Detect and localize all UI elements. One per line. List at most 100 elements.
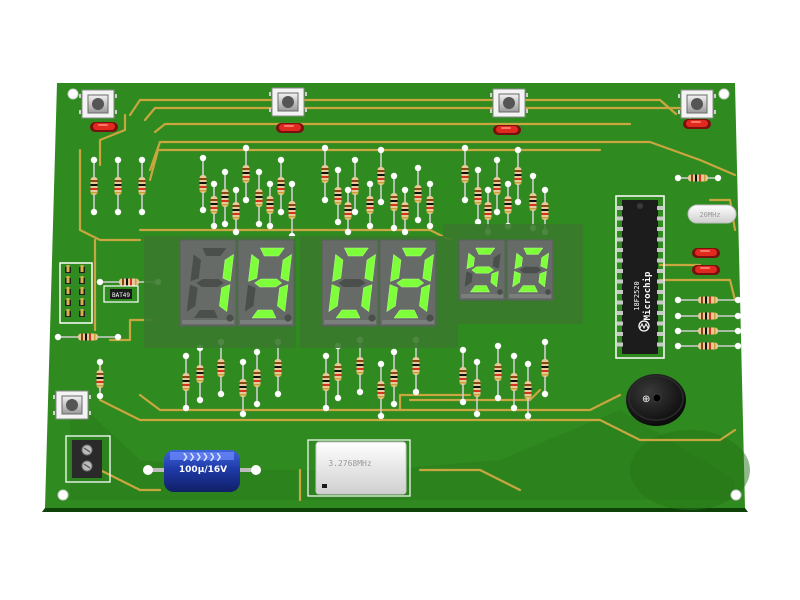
resistor — [221, 168, 229, 228]
segment-b — [540, 252, 550, 270]
decimal-point — [426, 314, 434, 322]
diode-label: BAT49 — [112, 292, 130, 299]
segment-d — [517, 285, 538, 293]
segment-g — [196, 279, 224, 287]
segment-a — [344, 247, 369, 257]
tactile-button — [53, 390, 91, 420]
resistor — [344, 186, 352, 236]
segment-f — [248, 253, 260, 282]
tactile-button — [678, 89, 716, 119]
segment-g — [396, 278, 425, 288]
segment-b — [422, 253, 434, 282]
segment-e — [386, 284, 398, 313]
resistor — [401, 186, 409, 236]
resistor — [514, 146, 522, 206]
capacitor-pad-right — [251, 465, 261, 475]
resistor — [277, 156, 285, 216]
segment-c — [361, 284, 373, 313]
tactile-button — [79, 89, 117, 119]
mounting-holes — [57, 88, 742, 501]
ic-socket-outline — [615, 195, 665, 359]
segment-c — [538, 270, 547, 288]
capacitor-lead-right — [238, 468, 260, 472]
capacitor-body — [164, 450, 240, 492]
oscillator-label: 3.2768MHz — [328, 459, 372, 468]
buzzer-plus-icon: ⊕ — [642, 394, 650, 405]
ic-part-number: 18F2520 — [633, 281, 641, 311]
smd-led — [493, 125, 521, 135]
resistor — [199, 154, 207, 214]
resistor — [96, 358, 104, 400]
terminal-block — [65, 435, 111, 483]
segment-a — [402, 247, 427, 257]
resistor — [210, 180, 218, 230]
smd-led — [90, 122, 118, 132]
segment-a — [475, 247, 496, 255]
mounting-hole-tr — [718, 88, 730, 100]
oscillator-body — [315, 441, 407, 495]
resistor — [377, 360, 385, 420]
diode-silk-outline — [103, 285, 139, 303]
decimal-point — [497, 289, 503, 295]
resistor — [414, 164, 422, 224]
buzzer-rim — [628, 375, 684, 421]
segment-g — [519, 266, 542, 274]
segment-b — [492, 253, 501, 269]
oscillator: 3.2768MHz — [307, 439, 411, 497]
oscillator-pin1-mark — [322, 484, 327, 488]
segment-f — [514, 252, 523, 270]
pin-header — [59, 262, 93, 324]
pcb-shadow-edge — [42, 508, 748, 512]
segment-a — [523, 247, 544, 255]
pin-header-outline — [59, 262, 93, 324]
capacitor-pad-left — [143, 465, 153, 475]
seven-segment-displays — [179, 239, 554, 327]
microchip-logo-icon — [638, 320, 650, 332]
segment-e — [328, 284, 340, 313]
segment-a — [202, 248, 227, 256]
resistor — [182, 352, 190, 412]
segment-a — [260, 247, 285, 257]
resistor — [390, 172, 398, 232]
capacitor-label: 100µ/16V — [179, 465, 227, 475]
segment-c — [219, 284, 231, 313]
segment-c — [277, 284, 289, 313]
segment-f — [332, 253, 344, 282]
smd-led — [692, 265, 720, 275]
resistor — [232, 186, 240, 236]
decimal-point — [545, 289, 551, 295]
resistor — [377, 146, 385, 206]
segment-b — [222, 253, 234, 282]
resistor — [322, 352, 330, 412]
tactile-buttons — [53, 87, 716, 420]
decimal-point — [226, 314, 234, 322]
buzzer: ⊕ — [626, 374, 686, 426]
resistor — [114, 156, 122, 216]
resistor — [321, 144, 329, 204]
segment-f — [390, 253, 402, 282]
pin-header-pins — [65, 265, 85, 317]
seven-segment-digit — [506, 239, 554, 301]
capacitor-lead-left — [144, 468, 166, 472]
resistor — [494, 342, 502, 402]
resistor — [474, 166, 482, 226]
resistor — [524, 360, 532, 420]
mounting-hole-bl — [57, 489, 69, 501]
resistor — [366, 180, 374, 230]
seven-segment-digit — [179, 239, 237, 327]
mounting-hole-br — [730, 489, 742, 501]
segment-f — [466, 252, 475, 270]
buzzer-hole — [652, 393, 662, 403]
resistor — [242, 144, 250, 204]
segment-g — [254, 278, 283, 288]
capacitor-stripe — [170, 452, 234, 460]
smd-led — [276, 123, 304, 133]
resistor — [674, 327, 742, 335]
ic-notch — [637, 203, 643, 209]
resistor — [510, 352, 518, 412]
resistor — [253, 348, 261, 408]
smd-led — [683, 119, 711, 129]
resistor — [90, 156, 98, 216]
resistor — [288, 180, 296, 240]
